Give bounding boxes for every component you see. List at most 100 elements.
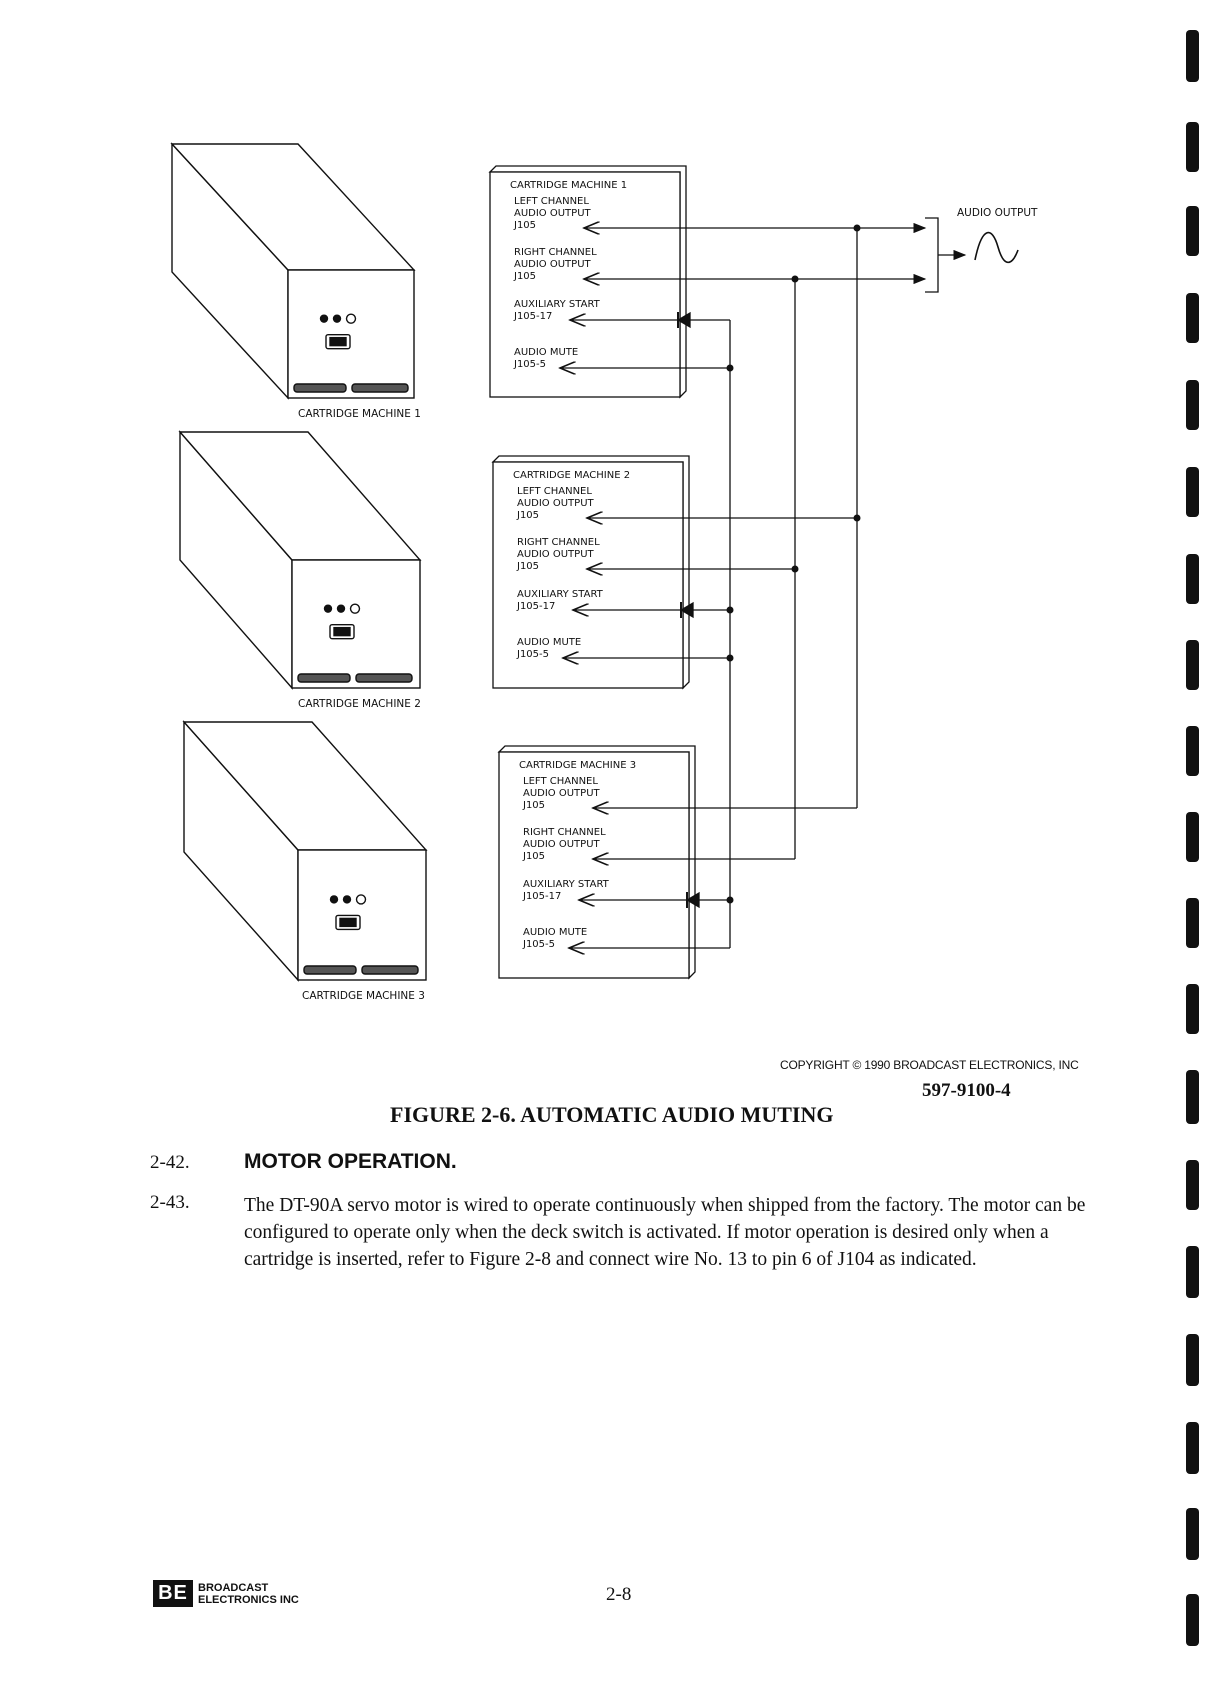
section-number: 2-42. [150,1152,190,1173]
binder-bar [1186,554,1199,604]
binding-margin [1186,0,1200,1685]
audio-muting-diagram: CARTRIDGE MACHINE 1 CARTRIDGE MACHINE 1 LE… [170,142,1038,1002]
aux-start-text: J105-17 [513,311,552,322]
right-channel-text: J105 [516,561,539,572]
right-channel-text: AUDIO OUTPUT [523,839,601,850]
right-channel-text: AUDIO OUTPUT [517,549,595,560]
binder-bar [1186,206,1199,256]
paragraph-number: 2-43. [150,1192,190,1213]
aux-start-text: AUXILIARY START [517,589,604,600]
output-bracket [925,217,939,293]
machine-front-panel [297,849,427,981]
logo-line-2: ELECTRONICS INC [198,1593,299,1606]
cartridge-machine-2: CARTRIDGE MACHINE 2 CARTRIDGE MACHINE 2 LE… [178,430,690,710]
panel-title: CARTRIDGE MACHINE 3 [519,760,636,771]
machine-illustration-label: CARTRIDGE MACHINE 2 [298,698,421,710]
cartridge-machine-illustration [170,142,416,400]
right-channel-text: J105 [522,851,545,862]
cartridge-machine-illustration [182,720,428,982]
left-channel-text: AUDIO OUTPUT [514,208,592,219]
paragraph-text: The DT-90A servo motor is wired to opera… [244,1195,1086,1270]
binder-bar [1186,1422,1199,1474]
logo-line-1: BROADCAST [198,1581,269,1594]
binder-bar [1186,640,1199,690]
left-channel-text: LEFT CHANNEL [517,486,592,497]
binder-bar [1186,898,1199,948]
right-channel-text: RIGHT CHANNEL [517,537,600,548]
company-logo: BE BROADCAST ELECTRONICS INC [153,1580,299,1607]
knob-icon [332,314,342,323]
section-title: MOTOR OPERATION. [244,1150,457,1173]
page-number: 2-8 [606,1584,632,1605]
aux-start-text: J105-17 [516,601,555,612]
binder-bar [1186,1160,1199,1210]
left-channel-text: J105 [516,510,539,521]
connector-icon [351,383,409,393]
slot-opening [339,917,357,928]
panel-title: CARTRIDGE MACHINE 1 [510,180,627,191]
junction-dot [853,514,861,522]
left-channel-text: AUDIO OUTPUT [517,498,595,509]
left-channel-text: LEFT CHANNEL [514,196,589,207]
binder-bar [1186,293,1199,343]
panel-title: CARTRIDGE MACHINE 2 [513,470,630,481]
knob-icon [329,895,339,904]
binder-bar [1186,1594,1199,1646]
knob-icon [349,603,361,614]
cartridge-machine-1: CARTRIDGE MACHINE 1 CARTRIDGE MACHINE 1 LE… [170,142,687,420]
binder-bar [1186,812,1199,862]
figure-caption: FIGURE 2-6. AUTOMATIC AUDIO MUTING [390,1102,834,1127]
right-channel-text: RIGHT CHANNEL [514,247,597,258]
logo-mark: BE [153,1580,193,1607]
binder-bar [1186,1246,1199,1298]
machines-layer: CARTRIDGE MACHINE 1 CARTRIDGE MACHINE 1 LE… [170,142,696,1002]
junction-dot [853,224,861,232]
document-number: 597-9100-4 [922,1080,1011,1101]
audio-mute-text: AUDIO MUTE [514,347,578,358]
machine-front-panel [291,559,421,689]
left-channel-text: J105 [522,800,545,811]
audio-mute-text: J105-5 [522,939,555,950]
binder-bar [1186,984,1199,1034]
aux-start-text: AUXILIARY START [523,879,610,890]
slot-opening [329,336,347,347]
sine-wave-icon [974,231,1019,264]
junction-dot [726,606,734,614]
connector-icon [297,673,351,683]
knob-icon [355,894,367,905]
cartridge-machine-illustration [178,430,422,690]
binder-bar [1186,726,1199,776]
audio-output-section: AUDIO OUTPUT [957,207,1038,264]
wiring [560,217,967,948]
slot-opening [333,626,351,637]
right-channel-text: RIGHT CHANNEL [523,827,606,838]
binder-bar [1186,380,1199,430]
knob-icon [345,313,357,324]
connector-icon [355,673,413,683]
binder-bar [1186,30,1199,82]
left-channel-text: AUDIO OUTPUT [523,788,601,799]
audio-output-label: AUDIO OUTPUT [957,207,1038,219]
audio-mute-text: J105-5 [513,359,546,370]
binder-bar [1186,1334,1199,1386]
knob-icon [323,604,333,613]
junction-dot [726,364,734,372]
machine-illustration-label: CARTRIDGE MACHINE 3 [302,990,425,1002]
aux-start-text: AUXILIARY START [514,299,601,310]
binder-bar [1186,1070,1199,1124]
audio-mute-text: J105-5 [516,649,549,660]
audio-mute-text: AUDIO MUTE [523,927,587,938]
junction-dot [791,565,799,573]
left-channel-text: J105 [513,220,536,231]
connector-icon [361,965,419,975]
aux-start-text: J105-17 [522,891,561,902]
knob-icon [342,895,352,904]
connector-icon [293,383,347,393]
machine-illustration-label: CARTRIDGE MACHINE 1 [298,408,421,420]
copyright-notice: COPYRIGHT © 1990 BROADCAST ELECTRONICS, … [780,1058,1079,1072]
logo-text: BROADCAST ELECTRONICS INC [198,1582,299,1606]
right-channel-text: J105 [513,271,536,282]
